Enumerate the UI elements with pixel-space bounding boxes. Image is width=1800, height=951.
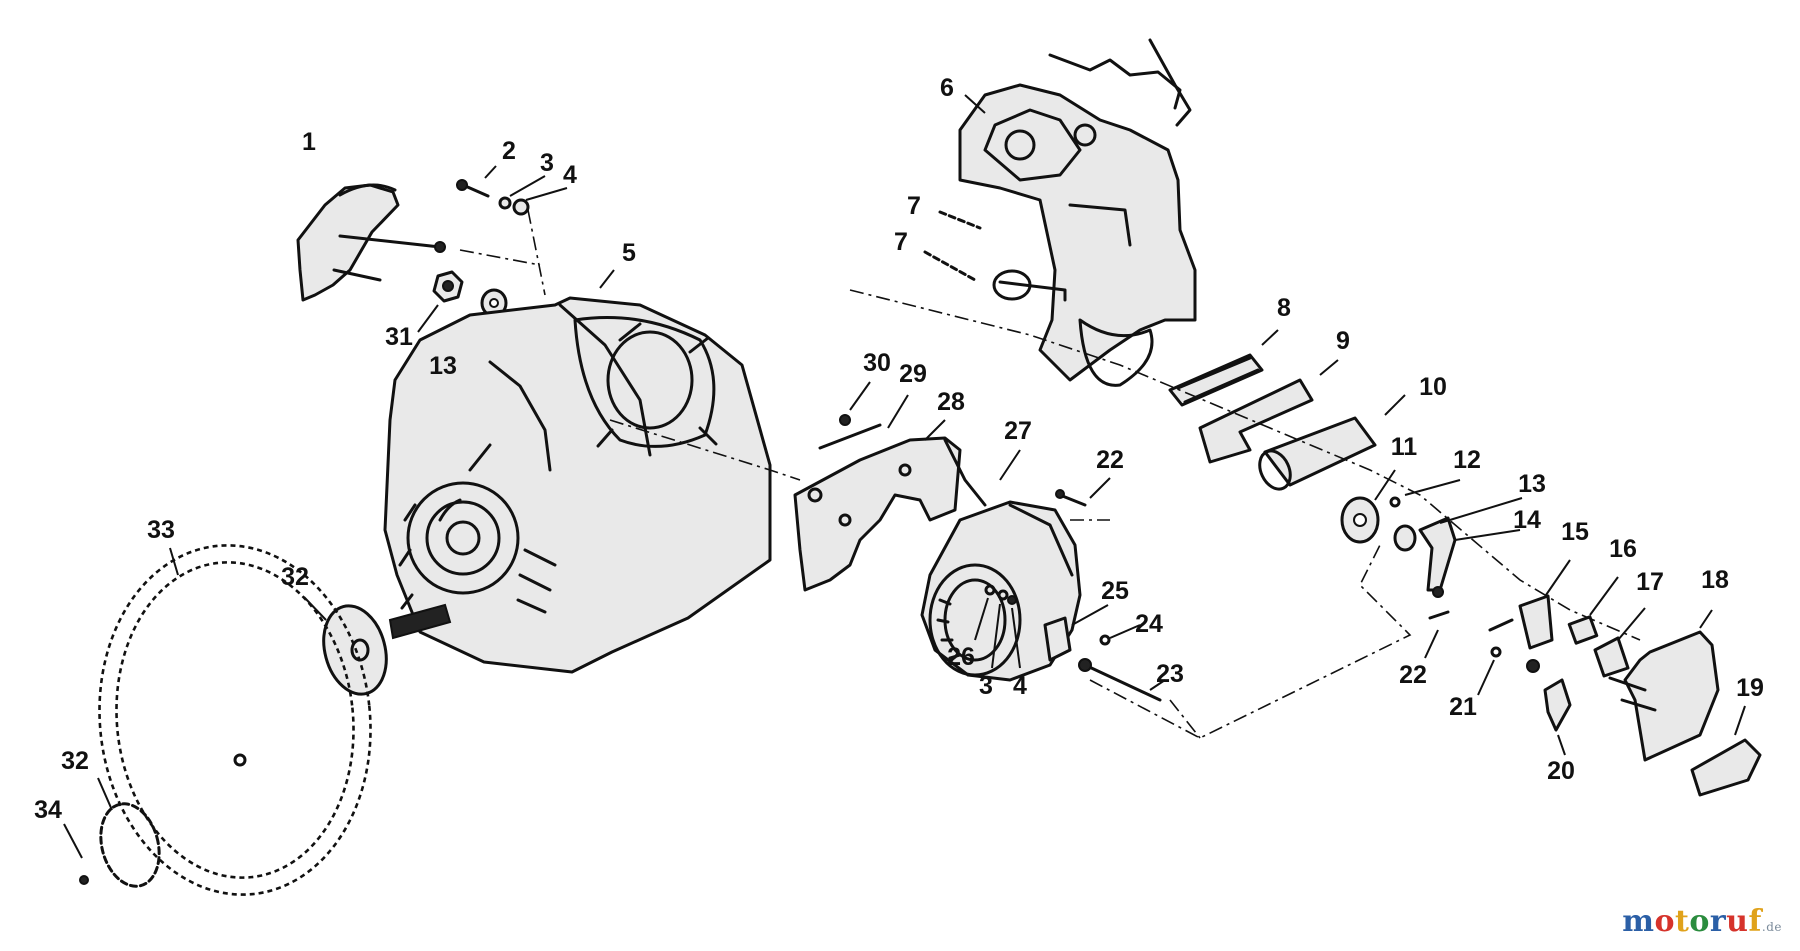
callout-23: 23	[1156, 660, 1184, 688]
watermark-letter: u	[1726, 904, 1749, 939]
callout-14: 14	[1513, 506, 1541, 534]
part-33-saw-blade	[98, 544, 372, 896]
parts-22-26	[974, 477, 1450, 702]
parts-31-13-nut-washer	[417, 270, 508, 359]
callout-1: 1	[302, 128, 316, 156]
callout-24: 24	[1135, 610, 1163, 638]
callout-22: 22	[1096, 446, 1124, 474]
callout-8: 8	[1277, 294, 1291, 322]
callout-12: 12	[1453, 446, 1481, 474]
callout-25: 25	[1101, 577, 1129, 605]
callout-5: 5	[622, 239, 636, 267]
callout-32: 32	[61, 747, 89, 775]
callout-32: 32	[281, 563, 309, 591]
parts-32-34-front	[63, 777, 161, 888]
parts-11-14	[1340, 469, 1523, 598]
part-7-pins	[923, 210, 982, 282]
part-6-housing	[958, 38, 1197, 387]
parts-8-9-10	[1168, 329, 1406, 491]
callout-2: 2	[502, 137, 516, 165]
callout-27: 27	[1004, 417, 1032, 445]
callout-19: 19	[1736, 674, 1764, 702]
callout-15: 15	[1561, 518, 1589, 546]
parts-18-19-cover	[1608, 609, 1762, 797]
motoruf-watermark: motoruf.de	[1622, 904, 1782, 939]
callout-3: 3	[979, 672, 993, 700]
watermark-letter: m	[1622, 904, 1655, 939]
parts-2-3-4-hardware	[456, 165, 568, 216]
callout-33: 33	[147, 516, 175, 544]
callout-29: 29	[899, 360, 927, 388]
callout-11: 11	[1391, 433, 1418, 461]
callout-18: 18	[1701, 566, 1729, 594]
watermark-letter: f	[1748, 904, 1762, 939]
callout-3: 3	[540, 149, 554, 177]
watermark-letter: o	[1654, 904, 1675, 939]
part-5-motor	[383, 269, 772, 674]
callout-13: 13	[429, 352, 457, 380]
watermark-letter: r	[1709, 904, 1727, 939]
callout-13: 13	[1518, 470, 1546, 498]
watermark-suffix: .de	[1761, 920, 1782, 934]
callout-4: 4	[563, 161, 577, 189]
callout-10: 10	[1419, 373, 1447, 401]
parts-28-30-bracket	[793, 381, 962, 592]
callout-26: 26	[947, 643, 975, 671]
callout-7: 7	[894, 228, 908, 256]
watermark-letter: o	[1689, 904, 1710, 939]
callout-4: 4	[1013, 672, 1027, 700]
callout-34: 34	[34, 796, 62, 824]
callout-22: 22	[1399, 661, 1427, 689]
callout-9: 9	[1336, 327, 1350, 355]
callout-20: 20	[1547, 757, 1575, 785]
assembly-lines	[459, 209, 1641, 739]
parts-15-21	[1477, 559, 1646, 756]
callout-30: 30	[863, 349, 891, 377]
watermark-letter: t	[1674, 904, 1690, 939]
callout-21: 21	[1449, 693, 1477, 721]
callout-16: 16	[1609, 535, 1637, 563]
callout-7: 7	[907, 192, 921, 220]
callout-6: 6	[940, 74, 954, 102]
callout-31: 31	[385, 323, 413, 351]
callout-28: 28	[937, 388, 965, 416]
callout-17: 17	[1636, 568, 1664, 596]
part-1-bracket	[296, 183, 446, 302]
